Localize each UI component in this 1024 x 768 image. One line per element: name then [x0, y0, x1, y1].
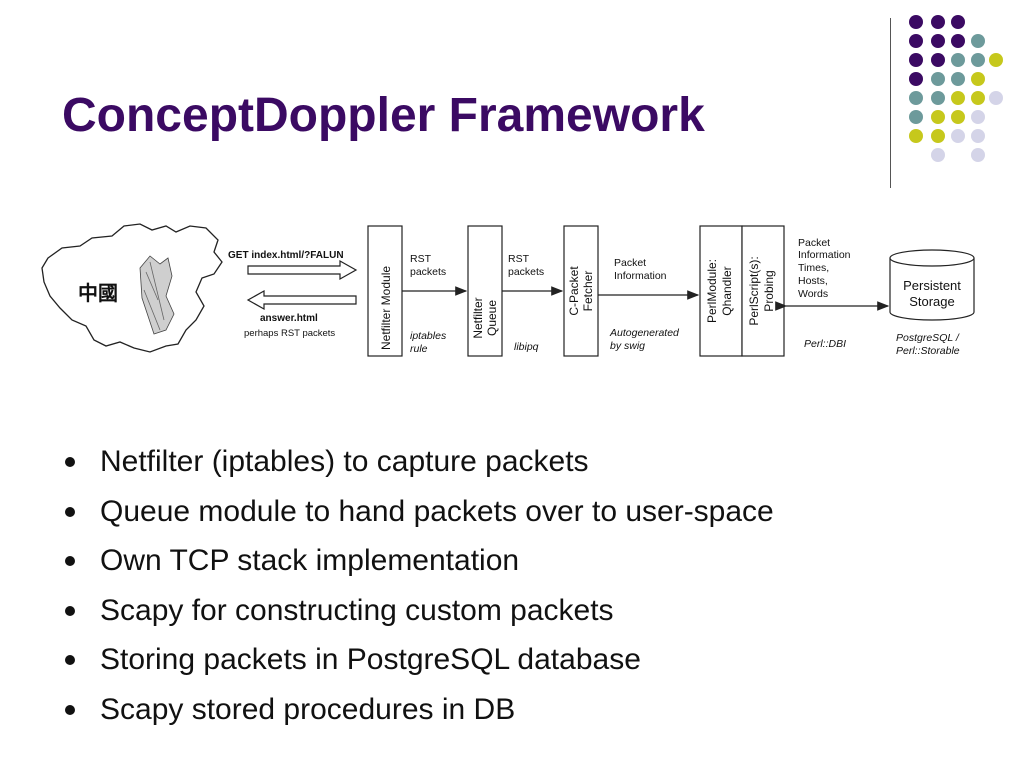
iptables-note-2: rule [410, 343, 428, 355]
storage-note-2: Perl::Storable [896, 345, 960, 357]
decorative-dot [971, 91, 985, 105]
storage-label-2: Storage [909, 294, 955, 309]
decorative-dot [931, 91, 945, 105]
bullet-text: Scapy stored procedures in DB [100, 692, 516, 726]
c-packet-fetcher-label-1: C-Packet [567, 266, 581, 316]
decorative-dot [951, 53, 965, 67]
decorative-dot [931, 34, 945, 48]
answer-note: perhaps RST packets [244, 328, 335, 339]
persistent-storage-cylinder [889, 249, 975, 321]
decorative-dot [951, 91, 965, 105]
framework-diagram: 中國 GET index.html/?FALUN answer.html per… [41, 223, 975, 357]
bullet-dot-icon [65, 556, 75, 567]
decorative-dot [909, 91, 923, 105]
rst-packets-label-2a: RST [508, 253, 530, 265]
decorative-dot [971, 72, 985, 86]
decorative-dot [931, 148, 945, 162]
netfilter-module-label: Netfilter Module [379, 266, 393, 350]
decorative-dot [989, 91, 1003, 105]
decorative-dot [909, 110, 923, 124]
slide-title: ConceptDoppler Framework [62, 89, 705, 142]
decorative-dot [909, 53, 923, 67]
bullet-item: Storing packets in PostgreSQL database [62, 638, 774, 688]
perlscript-label-1: PerlScript(s): [747, 256, 761, 325]
bullet-list: Netfilter (iptables) to capture packets … [62, 440, 774, 738]
decorative-dot [909, 72, 923, 86]
packet-detail-line-3: Times, [798, 262, 829, 274]
storage-label-1: Persistent [903, 278, 961, 293]
bullet-dot-icon [65, 655, 75, 666]
decorative-dot [951, 34, 965, 48]
iptables-note-1: iptables [410, 330, 447, 342]
decorative-dot [951, 15, 965, 29]
decorative-dot [909, 15, 923, 29]
decorative-dot [931, 15, 945, 29]
bullet-item: Scapy for constructing custom packets [62, 589, 774, 639]
bullet-item: Own TCP stack implementation [62, 539, 774, 589]
swig-note-2: by swig [610, 340, 645, 352]
decorative-dot [951, 110, 965, 124]
china-map-icon: 中國 [41, 223, 223, 353]
decorative-dot [931, 110, 945, 124]
decorative-dot [971, 110, 985, 124]
perlscript-box [741, 225, 785, 357]
c-packet-fetcher-label-2: Fetcher [581, 271, 595, 312]
rst-packets-label-2b: packets [508, 266, 544, 278]
bullet-dot-icon [65, 457, 75, 467]
packet-detail-line-4: Hosts, [798, 275, 828, 287]
netfilter-queue-label-2: Queue [485, 300, 499, 336]
bullet-item: Queue module to hand packets over to use… [62, 490, 774, 540]
request-arrow [247, 259, 358, 281]
decorative-dot [931, 129, 945, 143]
perldbi-note: Perl::DBI [804, 338, 846, 350]
answer-arrow [246, 289, 357, 311]
bullet-dot-icon [65, 605, 75, 616]
bullet-item: Scapy stored procedures in DB [62, 688, 774, 738]
packet-detail-line-2: Information [798, 249, 851, 261]
netfilter-queue-label-1: Netfilter [471, 297, 485, 338]
libipq-note: libipq [514, 341, 539, 353]
perlscript-label-2: Probing [762, 270, 776, 311]
map-label: 中國 [78, 281, 118, 305]
decorative-dot [951, 129, 965, 143]
storage-note-1: PostgreSQL / [896, 332, 960, 344]
rst-packets-label-1a: RST [410, 253, 432, 265]
packet-info-label-2: Information [614, 270, 667, 282]
get-request-label: GET index.html/?FALUN [228, 250, 344, 261]
perlmodule-label-1: PerlModule: [705, 259, 719, 323]
title-divider-line [890, 18, 891, 188]
bullet-text: Storing packets in PostgreSQL database [100, 643, 641, 677]
packet-detail-line-5: Words [798, 288, 828, 300]
decorative-dot [931, 53, 945, 67]
netfilter-module-box [367, 225, 403, 357]
bullet-text: Scapy for constructing custom packets [100, 593, 614, 627]
swig-note-1: Autogenerated [609, 327, 680, 339]
decorative-dot [909, 129, 923, 143]
decorative-dot [971, 129, 985, 143]
decorative-dot [971, 34, 985, 48]
perlmodule-label-2: Qhandler [720, 266, 734, 315]
decorative-dot [989, 53, 1003, 67]
answer-label: answer.html [260, 313, 318, 324]
packet-detail-line-1: Packet [798, 237, 830, 249]
netfilter-queue-box [467, 225, 503, 357]
bullet-item: Netfilter (iptables) to capture packets [62, 440, 774, 490]
decorative-dot [909, 34, 923, 48]
decorative-dot [971, 53, 985, 67]
c-packet-fetcher-box [563, 225, 599, 357]
bullet-text: Own TCP stack implementation [100, 544, 520, 578]
bullet-text: Queue module to hand packets over to use… [100, 494, 774, 528]
decorative-dot [931, 72, 945, 86]
bullet-dot-icon [65, 506, 75, 517]
bullet-text: Netfilter (iptables) to capture packets [100, 445, 589, 478]
rst-packets-label-1b: packets [410, 266, 446, 278]
decorative-dot [971, 148, 985, 162]
decorative-dot [951, 72, 965, 86]
packet-info-label-1: Packet [614, 257, 646, 269]
bullet-dot-icon [65, 704, 75, 715]
